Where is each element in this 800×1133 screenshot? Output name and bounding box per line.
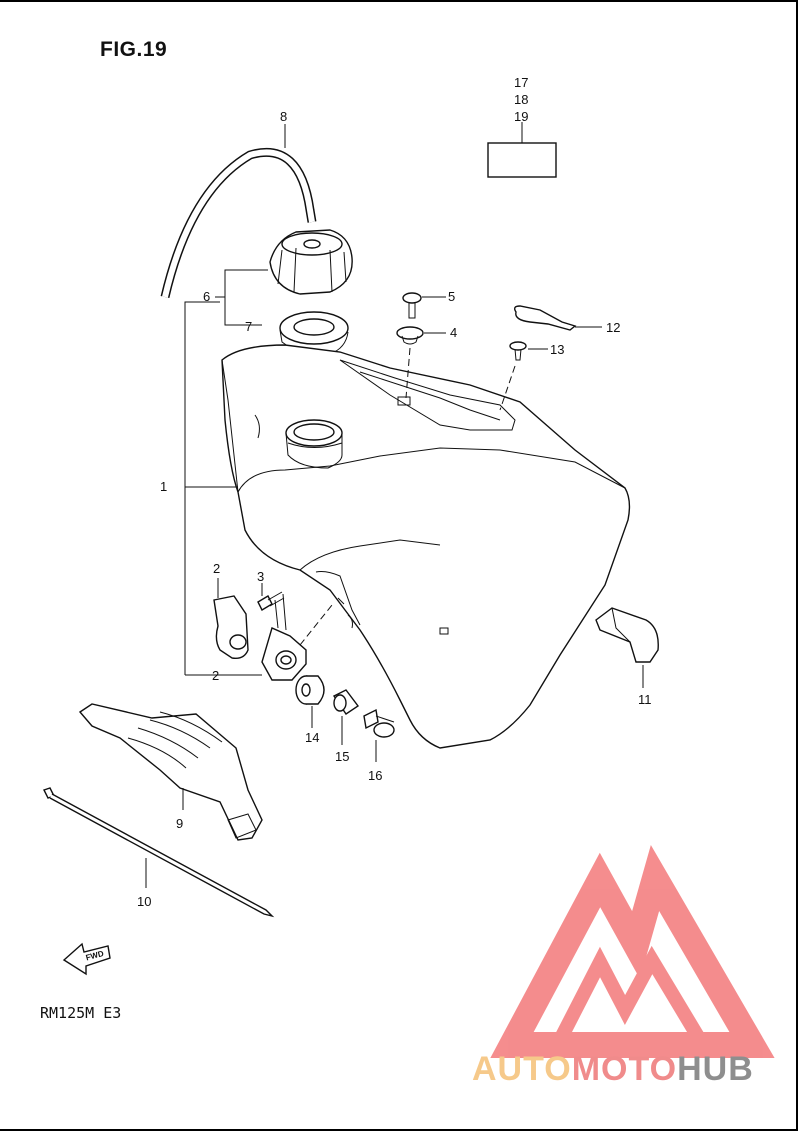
tank-bracket-upper xyxy=(213,578,249,660)
callout-10: 10 xyxy=(137,894,151,909)
cable-tie xyxy=(43,787,275,918)
callout-2-upper: 2 xyxy=(213,561,220,576)
callout-8: 8 xyxy=(280,109,287,124)
fuel-tank xyxy=(221,344,631,749)
callout-4: 4 xyxy=(450,325,457,340)
bracket-bolt xyxy=(257,583,285,611)
model-code: RM125M E3 xyxy=(40,1004,122,1022)
cushion xyxy=(396,326,446,345)
callout-12: 12 xyxy=(606,320,620,335)
figure-title: FIG.19 xyxy=(100,38,168,61)
small-screw xyxy=(509,341,548,361)
callout-1: 1 xyxy=(160,479,167,494)
leader-1 xyxy=(184,301,238,488)
watermark-auto: AUTO xyxy=(472,1050,572,1088)
screw xyxy=(402,292,446,319)
breather-hose xyxy=(160,124,317,299)
callout-19: 19 xyxy=(514,109,528,124)
forward-arrow-icon: FWD xyxy=(62,942,111,976)
leader-6-7 xyxy=(224,269,268,326)
callout-7: 7 xyxy=(245,319,252,334)
callout-6: 6 xyxy=(203,289,210,304)
watermark-hub: HUB xyxy=(677,1050,754,1088)
callout-2-lower: 2 xyxy=(212,668,219,683)
mount-bolt xyxy=(363,708,395,762)
callout-11: 11 xyxy=(638,692,652,707)
callout-9: 9 xyxy=(176,816,183,831)
leader-dashed-bracket xyxy=(299,604,333,646)
fuel-cap xyxy=(269,229,353,295)
callout-5: 5 xyxy=(448,289,455,304)
callout-14: 14 xyxy=(305,730,319,745)
hose-clip xyxy=(513,305,602,331)
watermark-moto: MOTO xyxy=(571,1050,678,1088)
spacer-collar xyxy=(332,689,360,745)
rubber-damper xyxy=(295,675,325,728)
callout-15: 15 xyxy=(335,749,349,764)
callout-18: 18 xyxy=(514,92,528,107)
callout-17: 17 xyxy=(514,75,528,90)
callout-13: 13 xyxy=(550,342,564,357)
tank-strap xyxy=(78,703,263,841)
label-plate xyxy=(487,142,557,178)
callout-3: 3 xyxy=(257,569,264,584)
leader-dashed-4 xyxy=(405,347,411,399)
cap-gasket xyxy=(279,311,349,355)
rear-cushion xyxy=(595,607,659,688)
leader-dashed-13 xyxy=(499,365,516,411)
watermark-logo-icon xyxy=(490,844,775,1058)
watermark-text: AUTOMOTOHUB xyxy=(472,1050,754,1089)
tank-bracket-lower xyxy=(261,593,307,681)
callout-16: 16 xyxy=(368,768,382,783)
